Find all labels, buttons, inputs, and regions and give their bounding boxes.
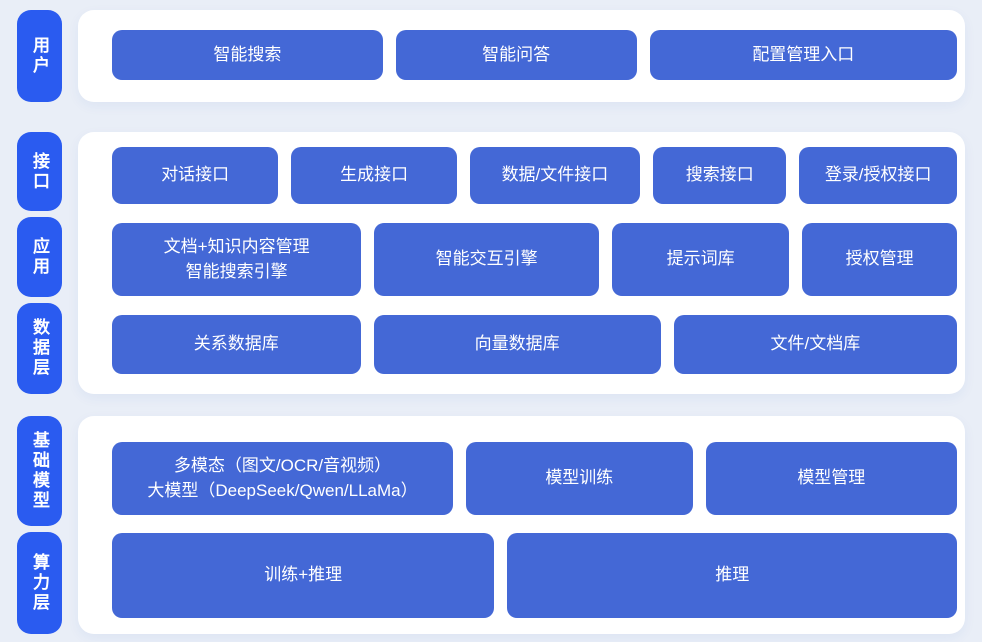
node-model-training: 模型训练: [466, 442, 693, 515]
section-user: 用户 智能搜索 智能问答 配置管理入口: [17, 10, 965, 102]
node-login-auth-api: 登录/授权接口: [799, 147, 957, 204]
rail-user: 用户: [17, 10, 62, 102]
node-smart-qa: 智能问答: [395, 30, 637, 80]
row-user: 智能搜索 智能问答 配置管理入口: [112, 30, 957, 80]
node-doc-knowledge-mgmt: 文档+知识内容管理 智能搜索引擎: [112, 223, 362, 296]
node-training-inference: 训练+推理: [112, 533, 495, 618]
panel-user: 智能搜索 智能问答 配置管理入口: [78, 10, 965, 102]
node-multimodal-line1: 多模态（图文/OCR/音视频）: [173, 455, 392, 475]
node-search-api: 搜索接口: [653, 147, 787, 204]
node-multimodal-llm: 多模态（图文/OCR/音视频） 大模型（DeepSeek/Qwen/LLaMa）: [112, 442, 453, 515]
node-doc-knowledge-line2: 智能搜索引擎: [185, 261, 288, 281]
row-application: 文档+知识内容管理 智能搜索引擎 智能交互引擎 提示词库 授权管理: [112, 223, 957, 296]
node-doc-knowledge-line1: 文档+知识内容管理: [163, 236, 310, 256]
node-generation-api: 生成接口: [291, 147, 457, 204]
node-multimodal-line2: 大模型（DeepSeek/Qwen/LLaMa）: [147, 480, 418, 500]
row-compute: 训练+推理 推理: [112, 533, 957, 618]
node-auth-mgmt: 授权管理: [802, 223, 957, 296]
rail-label-user: 用户: [17, 10, 62, 102]
node-inference: 推理: [507, 533, 957, 618]
rail-label-application: 应用: [17, 217, 62, 297]
row-model: 多模态（图文/OCR/音视频） 大模型（DeepSeek/Qwen/LLaMa）…: [112, 442, 957, 515]
rail-middle: 接口 应用 数据层: [17, 132, 62, 394]
node-interaction-engine: 智能交互引擎: [374, 223, 599, 296]
panel-middle: 对话接口 生成接口 数据/文件接口 搜索接口 登录/授权接口 文档+知识内容管理…: [78, 132, 965, 394]
node-prompt-library: 提示词库: [611, 223, 790, 296]
panel-bottom: 多模态（图文/OCR/音视频） 大模型（DeepSeek/Qwen/LLaMa）…: [78, 416, 965, 634]
node-smart-search: 智能搜索: [112, 30, 383, 80]
rail-label-data-layer: 数据层: [17, 302, 62, 394]
row-data: 关系数据库 向量数据库 文件/文档库: [112, 315, 957, 374]
node-vector-db: 向量数据库: [373, 315, 661, 374]
node-config-entry: 配置管理入口: [649, 30, 957, 80]
rail-label-foundation-model: 基础模型: [17, 416, 62, 526]
rail-label-interface: 接口: [17, 132, 62, 212]
node-model-mgmt: 模型管理: [705, 442, 957, 515]
section-middle: 接口 应用 数据层 对话接口 生成接口 数据/文件接口 搜索接口 登录/授权接口…: [17, 132, 965, 394]
rail-label-compute-layer: 算力层: [17, 531, 62, 634]
node-file-doc-store: 文件/文档库: [673, 315, 957, 374]
node-dialog-api: 对话接口: [112, 147, 279, 204]
rail-bottom: 基础模型 算力层: [17, 416, 62, 634]
node-relational-db: 关系数据库: [112, 315, 361, 374]
row-interface: 对话接口 生成接口 数据/文件接口 搜索接口 登录/授权接口: [112, 147, 957, 204]
section-bottom: 基础模型 算力层 多模态（图文/OCR/音视频） 大模型（DeepSeek/Qw…: [17, 416, 965, 634]
node-data-file-api: 数据/文件接口: [469, 147, 641, 204]
